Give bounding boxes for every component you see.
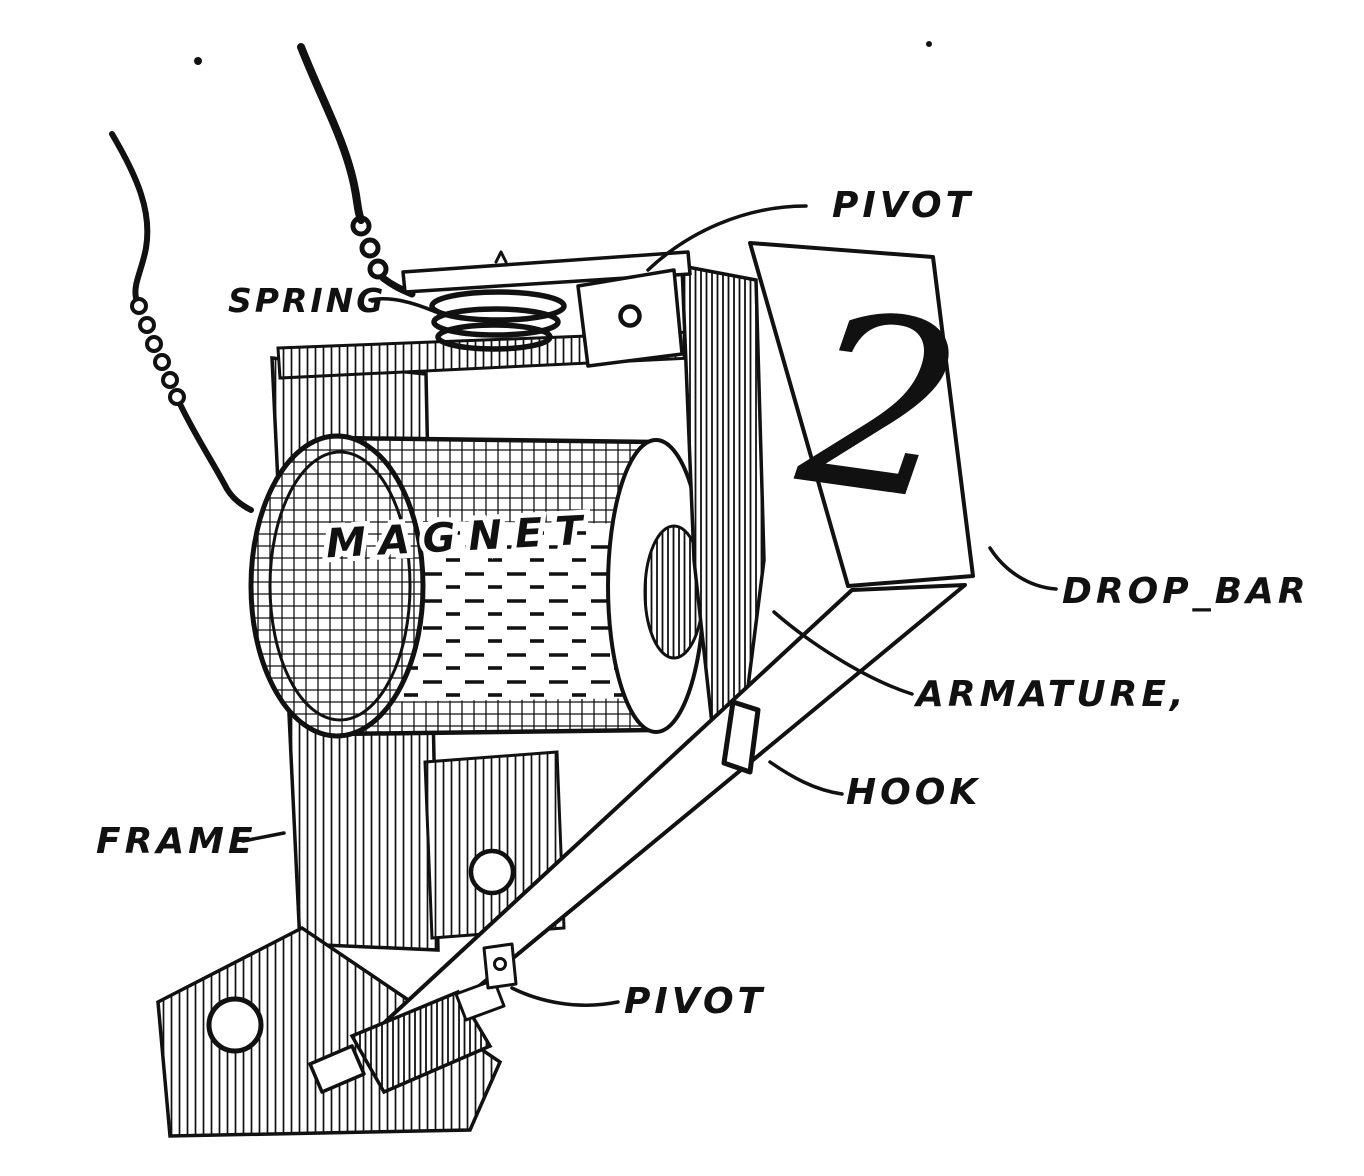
leader-hook xyxy=(768,760,844,796)
wire-coil-loop xyxy=(168,388,186,406)
bracket-hole xyxy=(468,848,516,896)
leader-frame xyxy=(241,831,286,843)
leader-drop-bar xyxy=(988,546,1058,591)
label-armature: ARMATURE, xyxy=(913,674,1188,715)
wire-coil-loop xyxy=(359,237,381,259)
drop-bar: 2 xyxy=(748,241,977,588)
wire-left xyxy=(109,131,151,301)
magnet-body-outline xyxy=(334,435,659,737)
base-plate-hole xyxy=(206,996,264,1054)
spring-coil xyxy=(429,289,567,323)
label-pivot-bottom: PIVOT xyxy=(624,981,766,1022)
leader-armature xyxy=(772,610,914,696)
drop-lever xyxy=(308,583,967,1095)
ink-dot xyxy=(926,41,932,47)
label-pivot-top: PIVOT xyxy=(832,185,974,226)
magnet-left-face xyxy=(248,433,426,739)
drop-bar-plate xyxy=(748,241,975,588)
frame-base-plate xyxy=(156,925,503,1138)
wire-coil-loop xyxy=(350,215,372,237)
wire-coil-loop xyxy=(367,258,389,280)
spring-coil xyxy=(435,322,553,352)
bottom-pivot-cylinder xyxy=(349,989,493,1095)
bottom-pivot-tab-hole xyxy=(493,957,507,971)
label-spring: SPRING xyxy=(228,281,386,320)
bottom-pivot-pin-right xyxy=(454,978,506,1022)
wire-coil-loop xyxy=(161,371,179,389)
wire-right xyxy=(297,43,365,224)
leader-lines xyxy=(241,204,1058,1007)
wire-coil-loop xyxy=(138,316,156,334)
leader-pivot-bottom xyxy=(510,986,620,1007)
top-plate xyxy=(401,250,692,294)
wire-left-tail xyxy=(178,403,254,513)
hook xyxy=(721,699,761,775)
lead-wires xyxy=(109,41,932,1117)
magnet-coil: MAGNET xyxy=(248,433,706,739)
magnet-body-top-hatch xyxy=(337,438,654,524)
spring-assembly xyxy=(401,250,692,368)
wire-coil-loop xyxy=(153,353,171,371)
label-hook: HOOK xyxy=(846,772,981,813)
spring-tip-mark xyxy=(494,250,508,264)
leader-spring xyxy=(368,297,438,314)
bottom-pivot-pin-left xyxy=(308,1044,366,1094)
leader-pivot-top xyxy=(646,204,808,272)
magnet-body-bottom-hatch xyxy=(337,698,654,734)
label-frame: FRAME xyxy=(96,821,257,862)
label-drop-bar: DROP_BAR xyxy=(1062,571,1310,612)
wire-coil-loop xyxy=(130,297,148,315)
magnet-left-face-rim xyxy=(268,450,412,722)
spring-coil xyxy=(431,306,561,338)
pivot-hole xyxy=(618,304,642,328)
wire-coil-loop xyxy=(145,335,163,353)
labels: PIVOT SPRING DROP_BAR ARMATURE, HOOK FRA… xyxy=(96,185,1310,1022)
ink-dot xyxy=(194,57,202,65)
